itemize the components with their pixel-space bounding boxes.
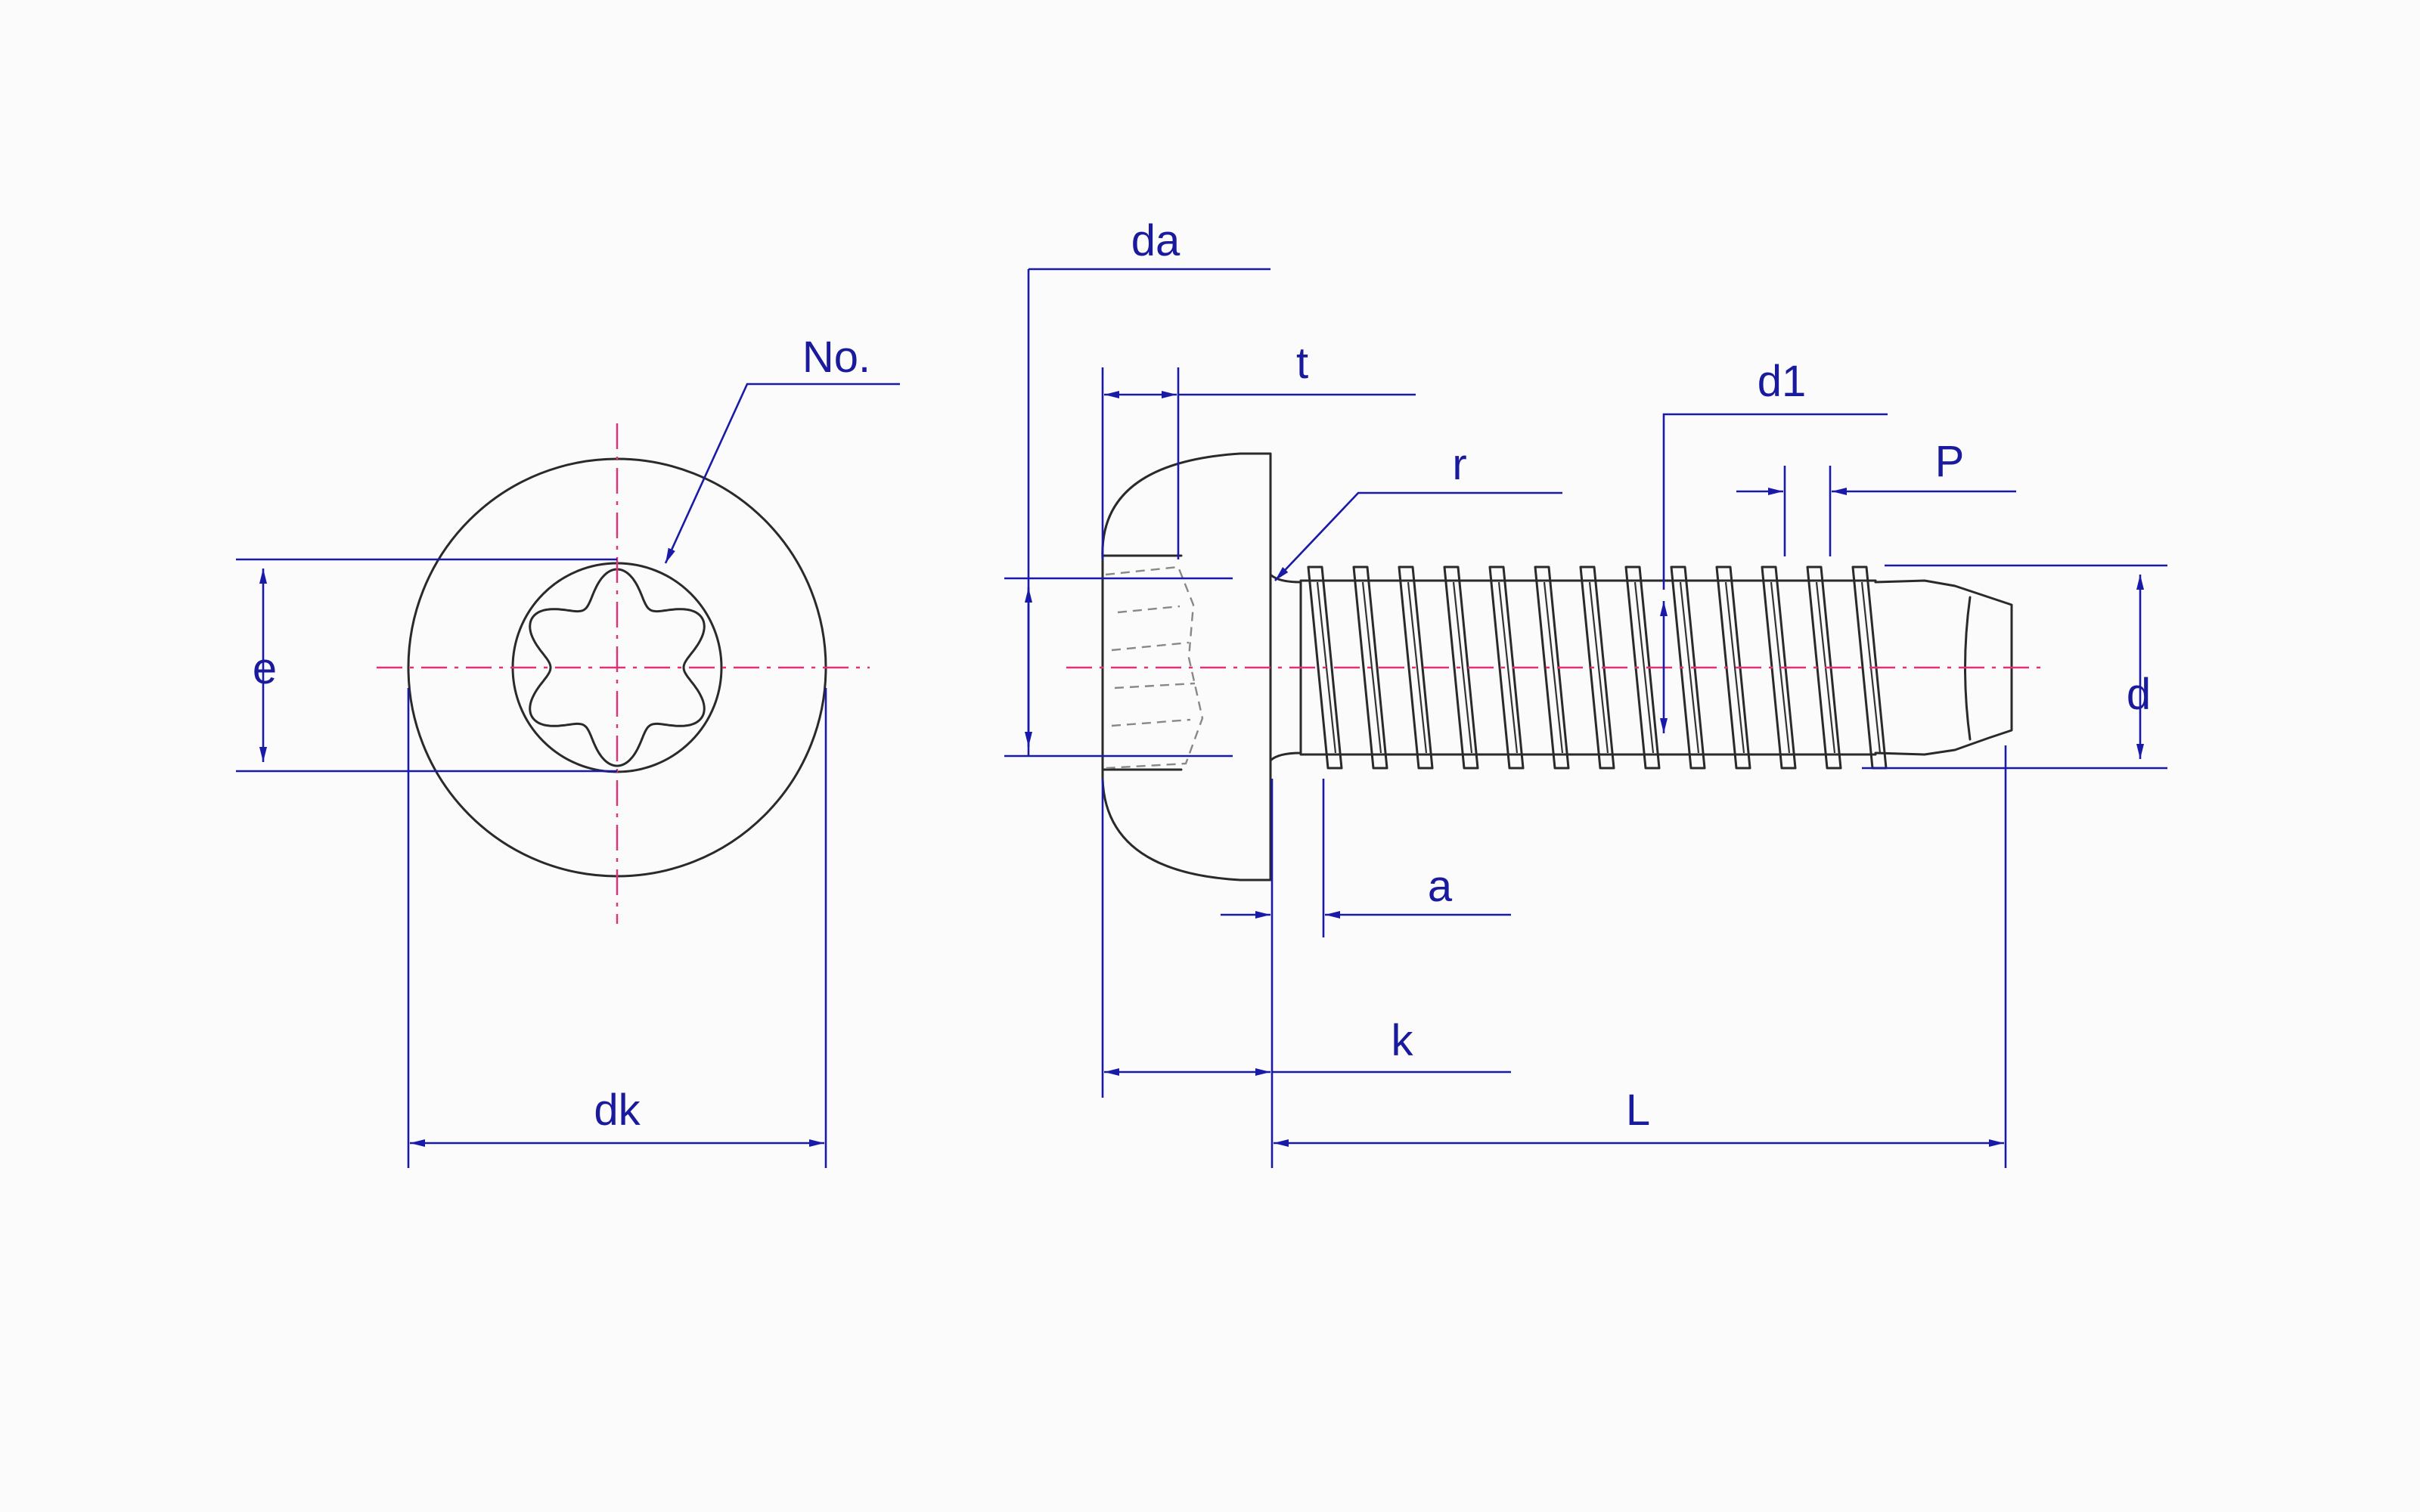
thread-root bbox=[1588, 581, 1609, 754]
thread-crest bbox=[1670, 565, 1706, 770]
thread-root bbox=[1452, 581, 1473, 754]
thread-crest bbox=[1352, 565, 1388, 770]
thread-crest bbox=[1534, 565, 1570, 770]
dimension-p: P bbox=[1736, 437, 2016, 556]
thread-crest bbox=[1624, 565, 1661, 770]
thread-crest bbox=[1443, 565, 1479, 770]
thread-root bbox=[1407, 581, 1428, 754]
thread-crest bbox=[1398, 565, 1434, 770]
thread-root bbox=[1497, 581, 1519, 754]
label-da: da bbox=[1131, 216, 1181, 265]
dimension-k: k bbox=[1101, 779, 1511, 1098]
dimension-l: L bbox=[1274, 745, 2007, 1168]
thread-crest bbox=[1715, 565, 1751, 770]
dimension-a: a bbox=[1221, 779, 1511, 1168]
thread-root bbox=[1543, 581, 1564, 754]
dimension-da: da bbox=[1004, 216, 1270, 758]
label-k: k bbox=[1392, 1016, 1414, 1065]
hidden-recess bbox=[1105, 565, 1204, 770]
head-front-view bbox=[377, 423, 870, 924]
label-e: e bbox=[253, 644, 277, 693]
leader-no: No. bbox=[664, 333, 900, 564]
label-a: a bbox=[1428, 862, 1453, 911]
label-r: r bbox=[1452, 440, 1466, 489]
thread-crest bbox=[1579, 565, 1615, 770]
dimension-d1: d1 bbox=[1660, 357, 1888, 733]
screw-side-view bbox=[1066, 452, 2042, 881]
thread-crest bbox=[1761, 565, 1797, 770]
label-no: No. bbox=[802, 333, 870, 382]
screw-tip bbox=[1874, 579, 2013, 756]
dimension-e: e bbox=[236, 558, 617, 773]
thread-root bbox=[1634, 581, 1655, 754]
thread-crest bbox=[1806, 565, 1842, 770]
thread-crest bbox=[1488, 565, 1525, 770]
label-p: P bbox=[1935, 437, 1965, 486]
dimension-d: d bbox=[1862, 564, 2167, 770]
thread-root bbox=[1361, 581, 1382, 754]
dimension-dk: dk bbox=[407, 688, 827, 1168]
dimension-t: t bbox=[1101, 339, 1416, 559]
torx-recess-icon bbox=[529, 568, 706, 767]
label-dk: dk bbox=[594, 1086, 641, 1135]
label-d1: d1 bbox=[1758, 357, 1807, 406]
thread-root bbox=[1679, 581, 1700, 754]
leader-r: r bbox=[1274, 440, 1562, 581]
thread-crest bbox=[1307, 565, 1343, 770]
label-t: t bbox=[1296, 339, 1308, 388]
label-l: L bbox=[1626, 1086, 1650, 1135]
label-d: d bbox=[2127, 670, 2151, 719]
thread-root bbox=[1724, 581, 1745, 754]
